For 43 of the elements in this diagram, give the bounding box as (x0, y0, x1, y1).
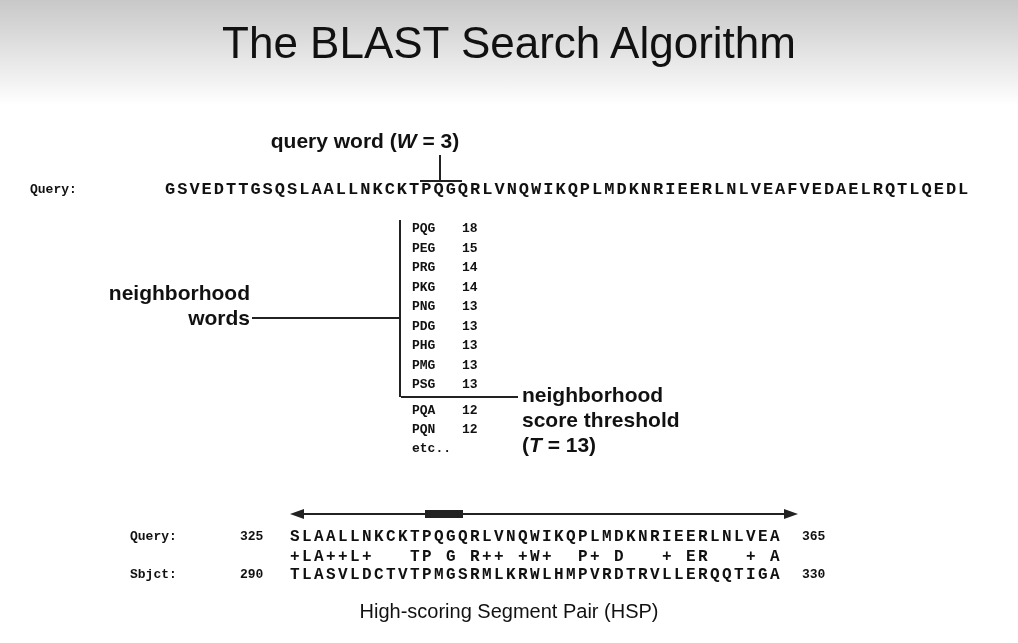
leader-line (419, 154, 463, 182)
leader-line (400, 396, 519, 398)
callout-label: neighborhood score threshold (T = 13) (522, 382, 692, 457)
score-value: 15 (462, 239, 478, 258)
etc-text: etc.. (412, 440, 451, 458)
score-value: 13 (462, 376, 478, 394)
caption: High-scoring Segment Pair (HSP) (358, 600, 660, 623)
score-value: 13 (462, 317, 478, 336)
sequence-label: Query: (130, 528, 177, 546)
neighbor-word: PQA (412, 401, 436, 420)
neighbor-word: PRG (412, 259, 436, 277)
score-value: 12 (462, 421, 478, 439)
score-value: 18 (462, 220, 478, 238)
score-value: 13 (462, 356, 478, 375)
score-value: 13 (462, 337, 478, 355)
neighbor-word: PSG (412, 376, 436, 394)
title: The BLAST Search Algorithm (221, 18, 797, 68)
leader-line (251, 317, 400, 319)
score-value: 12 (462, 401, 478, 420)
neighbor-word: PEG (412, 239, 436, 258)
position-number: 290 (240, 566, 264, 584)
score-value: 14 (462, 278, 478, 297)
sequence-label: Sbjct: (130, 566, 177, 584)
bracket-line (399, 220, 401, 397)
position-number: 325 (240, 528, 264, 546)
neighbor-word: PQN (412, 421, 436, 439)
callout-label: neighborhood words (60, 280, 250, 330)
neighbor-word: PQG (412, 220, 436, 238)
neighbor-word: PNG (412, 298, 436, 316)
sequence-text: GSVEDTTGSQSLAALLNKCKTPQGQRLVNQWIKQPLMDKNRIEERLNLVEAFVEDAELRQTLQEDL (165, 180, 971, 200)
neighbor-word: PDG (412, 317, 436, 336)
neighbor-word: PMG (412, 356, 436, 375)
position-number: 365 (802, 528, 826, 546)
score-value: 13 (462, 298, 478, 316)
position-number: 330 (802, 566, 826, 584)
sequence-label: Query: (30, 181, 77, 199)
neighbor-word: PHG (412, 337, 436, 355)
score-value: 14 (462, 259, 478, 277)
match-line: +LA++L+ TP G R++ +W+ P+ D + ER + A (290, 547, 783, 567)
sequence-text: TLASVLDCTVTPMGSRMLKRWLHMPVRDTRVLLERQQTIGA (290, 565, 783, 585)
neighbor-word: PKG (412, 278, 436, 297)
callout-label: query word (W = 3) (245, 128, 485, 153)
sequence-text: SLAALLNKCKTPQGQRLVNQWIKQPLMDKNRIEERLNLVEA (290, 527, 783, 547)
